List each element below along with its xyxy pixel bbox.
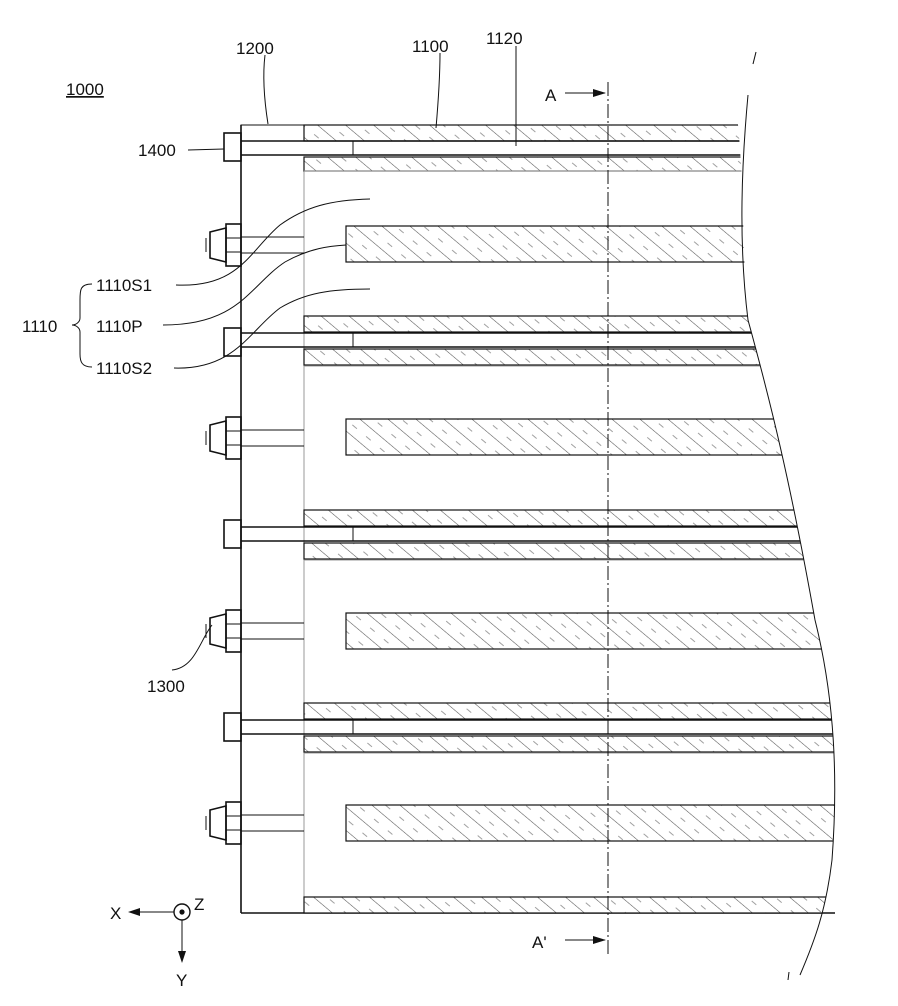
label-1200: 1200: [236, 39, 274, 58]
clamp-1: [224, 133, 241, 161]
label-1110s2: 1110S2: [96, 359, 152, 378]
cell-plate-1: [346, 226, 898, 262]
label-1110p: 1110P: [96, 317, 143, 336]
label-1300: 1300: [147, 677, 185, 696]
group-brace: [72, 284, 92, 367]
label-1000: 1000: [66, 80, 104, 99]
label-1110s1: 1110S1: [96, 276, 152, 295]
label-section-a-prime: A': [532, 933, 547, 952]
axis-label-y: Y: [176, 971, 187, 990]
y-arrow-icon: [178, 951, 186, 963]
axis-indicator: X Y Z: [110, 895, 204, 990]
connector-3: [206, 610, 304, 652]
clamp-3: [224, 520, 241, 548]
cell-plate-4: [346, 805, 898, 841]
cell-body: [241, 125, 898, 913]
axis-label-x: X: [110, 904, 121, 923]
axis-label-z: Z: [194, 895, 204, 914]
clamp-4: [224, 713, 241, 741]
cell-plate-2: [346, 419, 898, 455]
label-section-a: A: [545, 86, 557, 105]
label-1400: 1400: [138, 141, 176, 160]
top-cover-strip: [304, 125, 864, 141]
break-line: [742, 95, 835, 975]
x-arrow-icon: [128, 908, 140, 916]
label-1120: 1120: [486, 29, 523, 48]
connector-4: [206, 802, 304, 844]
connector-2: [206, 417, 304, 459]
connector-group: [206, 224, 304, 844]
label-1100: 1100: [412, 37, 449, 56]
label-1110: 1110: [22, 317, 57, 336]
